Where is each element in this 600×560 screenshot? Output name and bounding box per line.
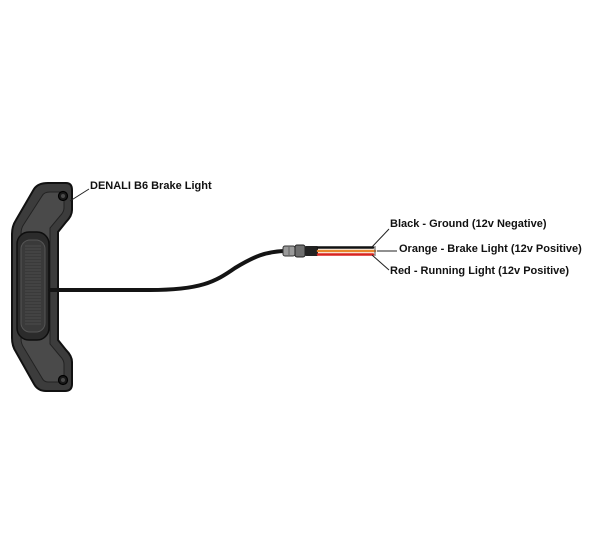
mount-hole-bottom-inner	[61, 378, 65, 382]
led-strips	[25, 245, 41, 325]
connector-body-right	[294, 244, 306, 258]
wire-label-black: Black - Ground (12v Negative)	[390, 218, 547, 230]
wire-label-orange: Orange - Brake Light (12v Positive)	[399, 243, 582, 255]
wire-bundle	[316, 246, 377, 256]
leader-lines	[69, 188, 397, 271]
leader-product	[69, 188, 90, 202]
brake-light-housing	[11, 182, 73, 392]
cable-connector	[282, 244, 318, 258]
product-label: DENALI B6 Brake Light	[90, 180, 212, 192]
main-cable	[48, 249, 286, 292]
leader-red	[371, 254, 390, 271]
mount-hole-top-inner	[61, 194, 65, 198]
leader-black	[371, 228, 390, 248]
connector-sleeve	[305, 246, 318, 256]
wire-label-red: Red - Running Light (12v Positive)	[390, 265, 570, 277]
